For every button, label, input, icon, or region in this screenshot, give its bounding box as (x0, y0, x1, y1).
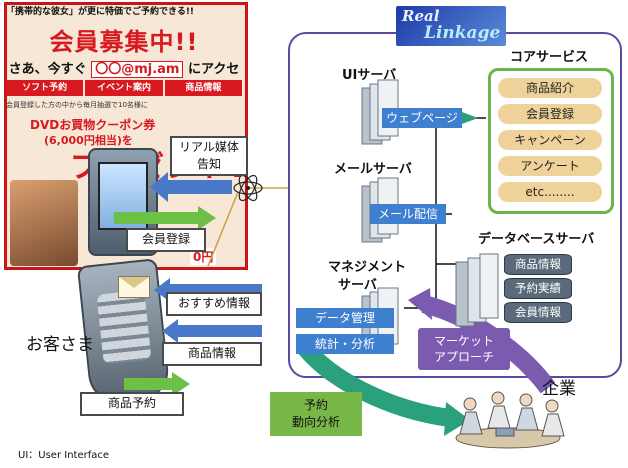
marketing-arrow-head (408, 288, 432, 320)
flyer-url-prefix: さあ、今すぐ (8, 62, 87, 77)
flyer-tab: ソフト予約 (6, 80, 84, 96)
mgmt-server-title: マネジメント (328, 260, 407, 275)
network-drop-line (207, 191, 239, 267)
mgmt-server-title-2: サーバ (338, 278, 377, 293)
real-linkage-logo: Real Linkage (396, 6, 506, 46)
product-reserve-label: 商品予約 (80, 392, 184, 416)
analysis-arrow-head (444, 402, 470, 436)
analysis-curve-arrow (296, 340, 452, 427)
ui-server-title: UIサーバ (342, 68, 397, 83)
network-globe-icon (233, 174, 263, 202)
db-item: 商品情報 (504, 254, 572, 275)
core-item: 会員登録 (498, 104, 602, 124)
stats-analysis-label: 統計・分析 (296, 334, 394, 354)
product-info-label: 商品情報 (162, 342, 262, 366)
core-service-title: コアサービス (510, 50, 589, 65)
member-register-label: 会員登録 (126, 228, 206, 252)
core-item: アンケート (498, 156, 602, 176)
db-item: 予約実績 (504, 278, 572, 299)
mail-delivery-label: メール配信 (370, 204, 446, 224)
reserve-arrow (124, 372, 190, 396)
register-arrow (114, 206, 216, 230)
webpage-label: ウェブページ (382, 108, 462, 128)
mail-server-title: メールサーバ (334, 162, 412, 177)
recommend-info-label: おすすめ情報 (166, 292, 262, 316)
db-server-title: データベースサーバ (478, 232, 595, 247)
core-item: 商品紹介 (498, 78, 602, 98)
data-mgmt-label: データ管理 (296, 308, 394, 328)
real-media-arrow (150, 172, 232, 202)
flyer-tab: 商品情報 (164, 80, 242, 96)
real-media-label: リアル媒体 告知 (170, 136, 248, 176)
flyer-headline: 「携帯的な彼女」が更に特価でご予約できる!! (6, 7, 195, 17)
core-item: キャンペーン (498, 130, 602, 150)
prediction-label: 予約 動向分析 (270, 392, 362, 436)
logo-line2: Linkage (424, 23, 501, 43)
flyer-tabs: ソフト予約 イベント案内 商品情報 (6, 80, 242, 96)
flyer-gift-line2: (6,000円相当)を (44, 134, 133, 147)
core-item: etc........ (498, 182, 602, 202)
flyer-url-line: さあ、今すぐ 〇〇@mj.am にアクセス!! (6, 58, 242, 96)
flyer-small-text: 会員登録した方の中から毎月抽選で10名様に (6, 101, 148, 109)
company-people-icon (455, 391, 565, 449)
product-info-arrow (162, 319, 262, 343)
customer-label: お客さま (26, 335, 94, 355)
flyer-title: 会員募集中!! (49, 28, 199, 56)
footnote: UI：User Interface (18, 450, 110, 461)
flyer-photo (10, 180, 78, 266)
market-approach-label: マーケット アプローチ (418, 328, 510, 370)
flyer-gift-line1: DVDお買物クーポン券 (30, 118, 156, 132)
flyer-tab: イベント案内 (85, 80, 163, 96)
envelope-icon (118, 276, 150, 298)
logo-line1: Real (402, 7, 440, 25)
company-label: 企業 (542, 379, 576, 399)
db-item: 会員情報 (504, 302, 572, 323)
web-arrow-head (462, 112, 478, 124)
flyer-url-box: 〇〇@mj.am (91, 61, 184, 78)
db-server-icon (455, 253, 499, 327)
